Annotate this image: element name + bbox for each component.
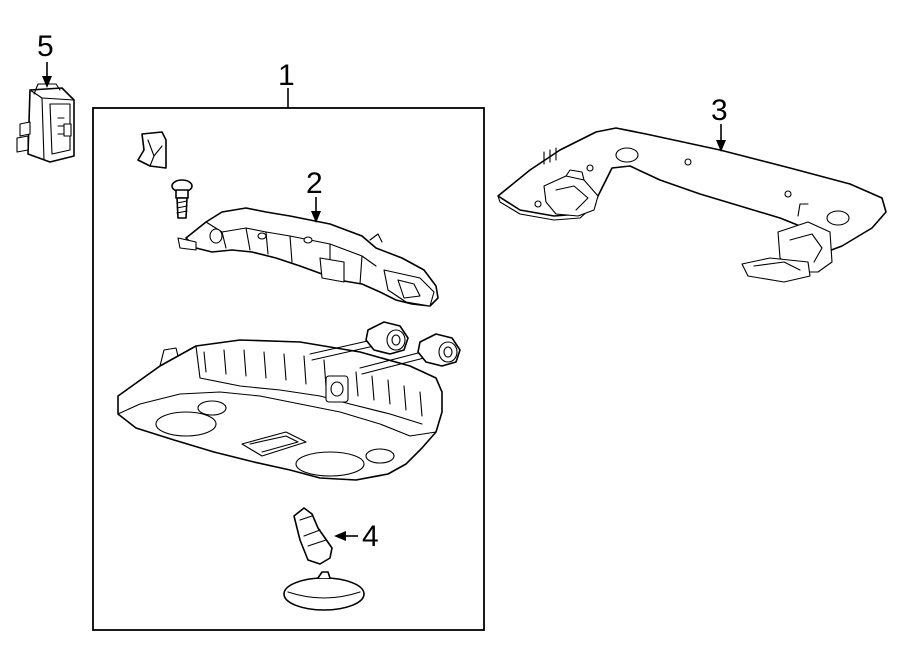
- callout-3[interactable]: 3: [711, 94, 728, 127]
- callout-2-arrow: [311, 211, 321, 223]
- connector-upper[interactable]: [365, 321, 409, 355]
- screw[interactable]: [171, 179, 193, 219]
- wire-harness[interactable]: [309, 321, 461, 375]
- connector-lower[interactable]: [417, 333, 461, 367]
- lens[interactable]: [283, 571, 365, 611]
- callout-4[interactable]: 4: [362, 520, 379, 553]
- part-4-bulb[interactable]: [293, 507, 333, 565]
- part-2-mounting-bracket[interactable]: [177, 207, 439, 307]
- overhead-console[interactable]: [117, 339, 443, 481]
- part-3-roof-bracket[interactable]: [497, 127, 887, 283]
- callout-4-arrow: [334, 531, 346, 541]
- callout-1[interactable]: 1: [278, 59, 295, 92]
- callout-2[interactable]: 2: [306, 167, 323, 200]
- callout-3-arrow: [716, 140, 726, 152]
- callout-5[interactable]: 5: [37, 30, 54, 63]
- callout-5-arrow: [42, 76, 52, 88]
- part-5-switch[interactable]: [16, 83, 75, 163]
- retainer-clip[interactable]: [137, 131, 167, 169]
